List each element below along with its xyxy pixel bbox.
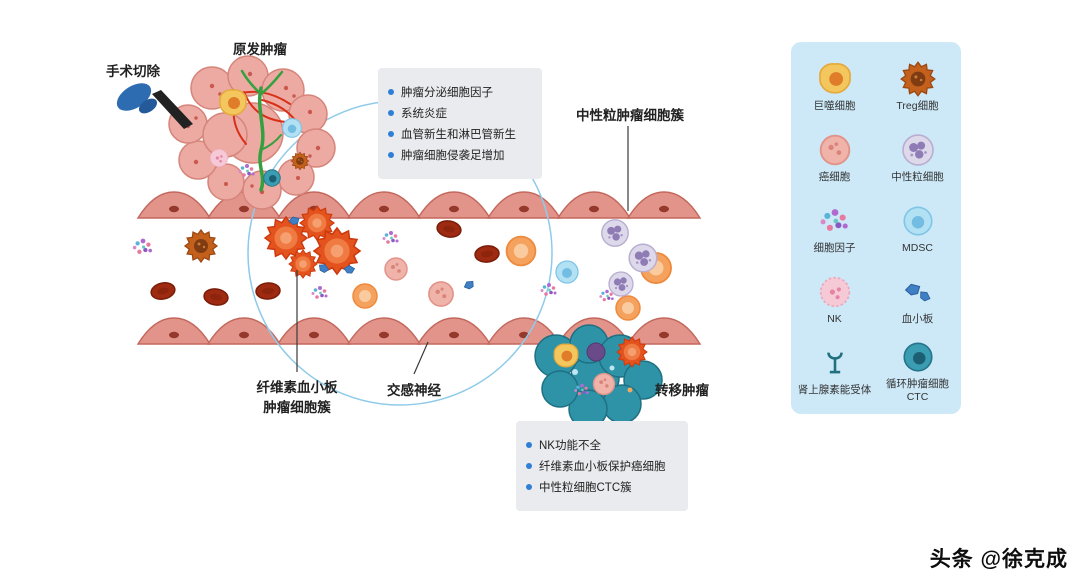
label-sympathetic-nerve: 交感神经 <box>387 383 441 398</box>
legend-item-platelet: 血小板 <box>878 272 958 326</box>
info-item: NK功能不全 <box>526 437 678 453</box>
vesicle <box>627 387 633 393</box>
cancer-cell <box>428 281 454 307</box>
legend-panel: 巨噬细胞 Treg细胞 癌细胞 中性粒细胞 细胞因子 MDSC NK 血小板 <box>791 42 961 414</box>
macrophage <box>553 343 579 368</box>
primary-tumor <box>168 55 336 210</box>
cytokine-cluster <box>132 238 152 254</box>
legend-label: 细胞因子 <box>813 241 856 254</box>
info-text: 肿瘤细胞侵袭足增加 <box>401 150 505 162</box>
info-item: 中性粒细胞CTC簇 <box>526 479 678 495</box>
cytokine-cluster <box>540 283 557 296</box>
macrophage <box>219 89 247 116</box>
bullet-icon <box>526 463 532 469</box>
neutrophil-tumor-cluster <box>601 219 658 297</box>
mdsc-icon <box>902 206 933 236</box>
legend-label: NK <box>827 313 842 326</box>
red-blood-cell <box>148 279 178 303</box>
legend-item-ctc: 循环肿瘤细胞CTC <box>878 337 958 404</box>
legend-item-cytokines: 细胞因子 <box>795 201 875 255</box>
label-primary-tumor: 原发肿瘤 <box>233 42 287 57</box>
info-text: 血管新生和淋巴管新生 <box>401 129 516 141</box>
neutrophil-icon <box>901 133 934 166</box>
legend-item-neutrophil: 中性粒细胞 <box>878 130 958 184</box>
vesicle <box>609 365 615 371</box>
bullet-icon <box>526 442 532 448</box>
info-item: 血管新生和淋巴管新生 <box>388 126 532 142</box>
bullet-icon <box>388 152 394 158</box>
info-item: 肿瘤细胞侵袭足增加 <box>388 147 532 163</box>
label-neutrophil-tumor-cluster: 中性粒肿瘤细胞簇 <box>576 108 684 123</box>
legend-item-nk: NK <box>795 272 875 326</box>
info-item: 纤维素血小板保护癌细胞 <box>526 458 678 474</box>
ctc-cell <box>263 169 281 187</box>
cytokine-cluster <box>382 231 399 244</box>
legend-label: 中性粒细胞 <box>891 170 944 183</box>
legend-label: 循环肿瘤细胞CTC <box>886 377 949 403</box>
label-metastatic-tumor: 转移肿瘤 <box>655 383 709 398</box>
info-text: NK功能不全 <box>539 440 601 452</box>
watermark-text: 头条 @徐克成 <box>929 548 1068 571</box>
platelet <box>462 279 476 291</box>
cytokine-cluster <box>311 286 328 299</box>
macrophage-icon <box>818 62 851 94</box>
label-surgical-resection: 手术切除 <box>106 64 160 79</box>
red-blood-cell <box>473 244 501 264</box>
legend-item-macrophage: 巨噬细胞 <box>795 59 875 113</box>
tumor-cell-orange <box>615 295 641 321</box>
legend-item-adrenergic-receptor: 肾上腺素能受体 <box>795 343 875 397</box>
ctc-icon <box>902 342 933 372</box>
sympathetic-nerve-fiber <box>240 69 284 192</box>
legend-label: 血小板 <box>901 313 934 326</box>
legend-label: MDSC <box>902 241 933 254</box>
legend-item-cancer-cell: 癌细胞 <box>795 130 875 184</box>
tumor-cell-orange <box>352 283 378 309</box>
info-item: 肿瘤分泌细胞因子 <box>388 84 532 100</box>
legend-item-treg: Treg细胞 <box>878 59 958 113</box>
red-blood-cell <box>435 218 463 240</box>
bullet-icon <box>526 484 532 490</box>
label-fibrin-line2: 肿瘤细胞簇 <box>263 399 331 415</box>
cancer-cell <box>384 257 408 281</box>
immune-cell <box>586 342 606 362</box>
legend-item-mdsc: MDSC <box>878 201 958 255</box>
bullet-icon <box>388 89 394 95</box>
pointer-lines <box>296 126 629 375</box>
scalpel-icon <box>116 83 193 129</box>
cytokines-icon <box>820 209 848 231</box>
legend-label: Treg细胞 <box>896 99 939 112</box>
vesicle <box>572 369 578 375</box>
adrenergic-receptor-icon <box>826 351 843 374</box>
red-blood-cell <box>254 281 282 301</box>
red-blood-cell <box>202 286 230 308</box>
primary-tumor-effects-box: 肿瘤分泌细胞因子 系统炎症 血管新生和淋巴管新生 肿瘤细胞侵袭足增加 <box>378 68 542 179</box>
legend-label: 肾上腺素能受体 <box>797 384 872 397</box>
info-text: 肿瘤分泌细胞因子 <box>401 87 493 99</box>
label-fibrin-platelet-cluster: 纤维素血小板 肿瘤细胞簇 <box>240 378 354 417</box>
label-fibrin-line1: 纤维素血小板 <box>256 380 338 395</box>
metastatic-tumor <box>534 324 663 429</box>
cancer-cell-icon <box>819 134 850 165</box>
bullet-icon <box>388 110 394 116</box>
vessel-lumen-cells <box>132 206 672 321</box>
nk-cell <box>209 148 229 168</box>
platelet-icon <box>904 283 932 304</box>
info-item: 系统炎症 <box>388 105 532 121</box>
legend-label: 癌细胞 <box>818 170 851 183</box>
bullet-icon <box>388 131 394 137</box>
legend-label: 巨噬细胞 <box>813 99 856 112</box>
nk-cell-icon <box>819 276 850 308</box>
mdsc-cell <box>555 260 579 284</box>
info-text: 中性粒细胞CTC簇 <box>539 482 632 494</box>
info-text: 纤维素血小板保护癌细胞 <box>539 461 666 473</box>
treg-cell-icon <box>894 59 942 99</box>
cancer-cell <box>592 372 616 396</box>
tumor-cell-orange <box>505 235 537 267</box>
treg-cell <box>185 230 217 262</box>
info-text: 系统炎症 <box>401 108 447 120</box>
mdsc-cell <box>282 118 302 138</box>
metastasis-effects-box: NK功能不全 纤维素血小板保护癌细胞 中性粒细胞CTC簇 <box>516 421 688 511</box>
